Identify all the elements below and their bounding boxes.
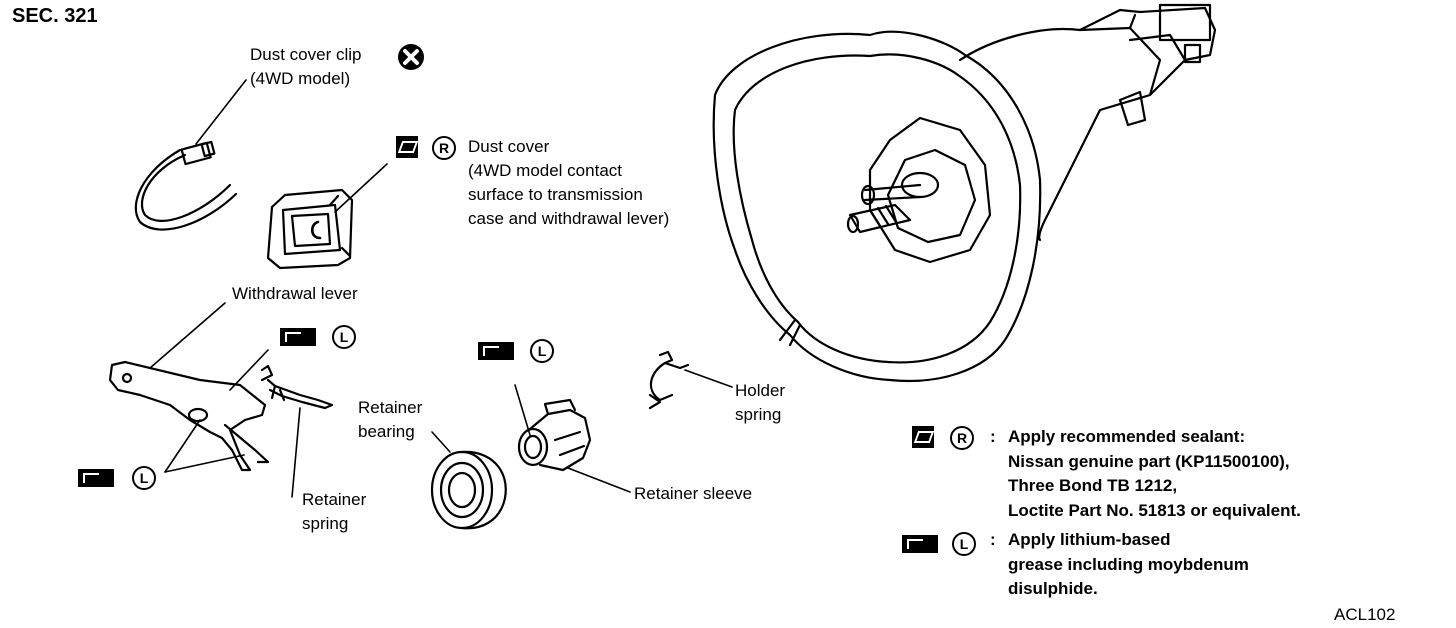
section-label: SEC. 321	[12, 5, 98, 27]
dust-cover-line4: case and withdrawal lever)	[468, 209, 670, 228]
withdrawal-lever-label: Withdrawal lever	[232, 284, 358, 303]
dust-cover-clip-line1: Dust cover clip	[250, 45, 362, 64]
sealant-letter-badge: R	[432, 136, 456, 160]
retainer-sleeve-label: Retainer sleeve	[634, 484, 753, 503]
grease-gun-icon	[78, 469, 114, 487]
retainer-spring-line1: Retainer	[302, 490, 367, 509]
legend-sealant-line4: Loctite Part No. 51813 or equivalent.	[1008, 500, 1301, 520]
grease-letter-badge: L	[332, 325, 356, 349]
dust-cover-line1: Dust cover	[468, 137, 550, 156]
retainer-bearing-drawing	[430, 431, 507, 530]
legend-grease-separator: :	[990, 530, 996, 549]
withdrawal-lever-drawing	[108, 302, 270, 473]
sealant-tube-icon	[396, 136, 418, 158]
x-circle-icon	[398, 44, 424, 70]
holder-spring-label: Holder spring	[735, 379, 785, 427]
grease-gun-icon	[280, 328, 316, 346]
grease-letter-badge: L	[952, 532, 976, 556]
retainer-bearing-line2: bearing	[358, 422, 415, 441]
transmission-housing-drawing	[712, 3, 1217, 382]
legend-sealant-line1: Apply recommended sealant:	[1008, 427, 1246, 446]
legend-grease-line2: grease including moybdenum	[1008, 554, 1249, 574]
legend-grease: Apply lithium-based grease including moy…	[1008, 528, 1249, 602]
retainer-spring-drawing	[260, 364, 334, 498]
retainer-spring-label: Retainer spring	[302, 488, 366, 536]
legend-sealant: Apply recommended sealant: Nissan genuin…	[1008, 425, 1301, 523]
legend-grease-line1: Apply lithium-based	[1008, 530, 1171, 549]
holder-spring-line2: spring	[735, 405, 782, 424]
sealant-tube-icon	[912, 426, 934, 448]
dust-cover-clip-label: Dust cover clip (4WD model)	[250, 43, 361, 91]
retainer-bearing-line1: Retainer	[358, 398, 423, 417]
dust-cover-line2: (4WD model contact	[468, 161, 622, 180]
dust-cover-line3: surface to transmission	[468, 185, 643, 204]
legend-grease-line3: disulphide.	[1008, 579, 1098, 598]
dust-cover-label: Dust cover (4WD model contact surface to…	[468, 135, 669, 231]
grease-letter-badge: L	[132, 466, 156, 490]
grease-letter-badge: L	[530, 339, 554, 363]
sealant-letter-badge: R	[950, 426, 974, 450]
dust-cover-clip-drawing	[134, 79, 247, 231]
dust-cover-clip-line2: (4WD model)	[250, 69, 351, 88]
holder-spring-drawing	[648, 350, 733, 410]
grease-gun-icon	[478, 342, 514, 360]
retainer-sleeve-drawing	[514, 384, 631, 493]
holder-spring-line1: Holder	[735, 381, 786, 400]
dust-cover-drawing	[266, 163, 388, 270]
figure-code: ACL102	[1334, 605, 1396, 624]
grease-gun-icon	[902, 535, 938, 553]
retainer-spring-line2: spring	[302, 514, 349, 533]
legend-sealant-line2: Nissan genuine part (KP11500100),	[1008, 451, 1290, 471]
retainer-bearing-label: Retainer bearing	[358, 396, 422, 444]
legend-sealant-line3: Three Bond TB 1212,	[1008, 476, 1178, 495]
legend-sealant-separator: :	[990, 427, 996, 446]
